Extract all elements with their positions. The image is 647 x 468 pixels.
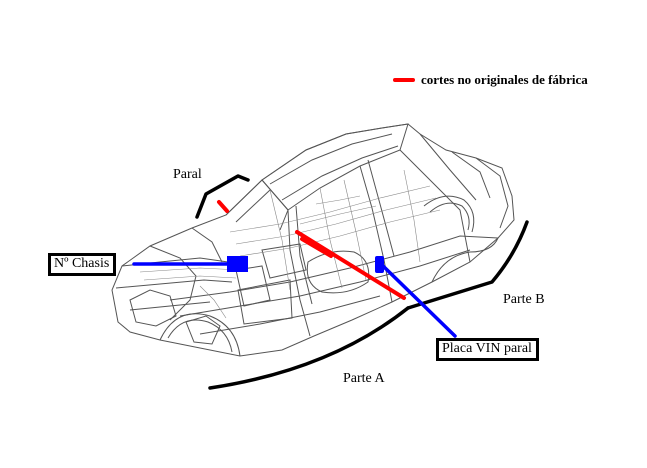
section-lines <box>195 174 529 390</box>
parte-b-line <box>406 220 529 310</box>
vin-marker <box>375 256 384 273</box>
pointer-lines <box>132 256 457 338</box>
car-body-detail-lines <box>139 169 441 319</box>
paral-label: Paral <box>173 167 202 182</box>
vin-pointer-line <box>379 262 457 338</box>
cut-line-floor-long <box>295 230 406 300</box>
cut-line-floor-short <box>300 237 333 258</box>
paral-outline <box>195 174 250 219</box>
parte-a-label: Parte A <box>343 371 385 386</box>
cut-lines <box>217 200 406 300</box>
chasis-label: Nº Chasis <box>48 253 117 276</box>
chasis-marker <box>227 256 248 272</box>
parte-b-label: Parte B <box>503 292 545 307</box>
parte-a-line <box>208 306 410 390</box>
legend-swatch <box>393 78 415 82</box>
legend-text: cortes no originales de fábrica <box>421 72 588 87</box>
placa-vin-label: Placa VIN paral <box>436 338 539 361</box>
legend: cortes no originales de fábrica <box>393 72 588 88</box>
cut-line-paral <box>217 200 229 213</box>
car-body-wireframe <box>111 123 515 357</box>
